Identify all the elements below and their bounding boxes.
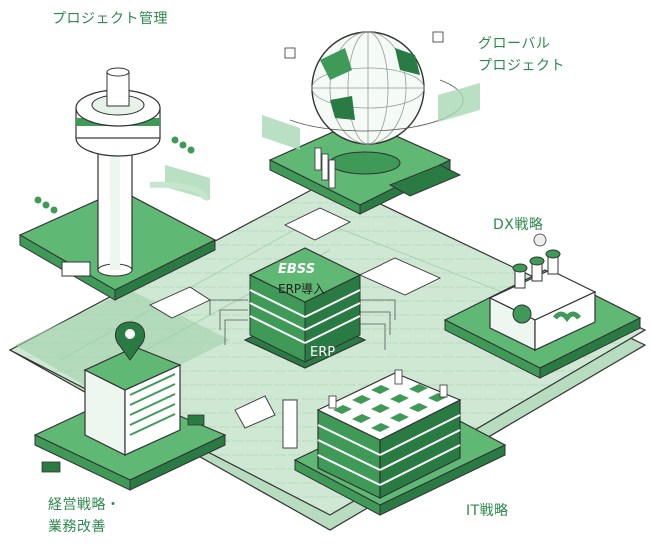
label-global-project: グローバル プロジェクト xyxy=(478,36,565,74)
factory-icon xyxy=(443,233,642,379)
chip-icon xyxy=(209,247,396,369)
chess-board-icon xyxy=(293,369,507,516)
tower-icon xyxy=(18,67,217,301)
label-erp-introduction: ERP導入 xyxy=(278,282,326,296)
globe-icon xyxy=(262,31,480,215)
server-blocks xyxy=(149,207,442,449)
map-pin-icon xyxy=(33,321,227,491)
label-business-strategy: 経営戦略・ 業務改善 xyxy=(48,497,121,535)
chip-side-text: ERP xyxy=(310,345,336,360)
label-it-strategy: IT戦略 xyxy=(466,503,509,519)
chip-brand-logo: EBSS xyxy=(278,262,316,277)
label-project-management: プロジェクト管理 xyxy=(52,11,168,27)
label-dx-strategy: DX戦略 xyxy=(493,217,544,233)
